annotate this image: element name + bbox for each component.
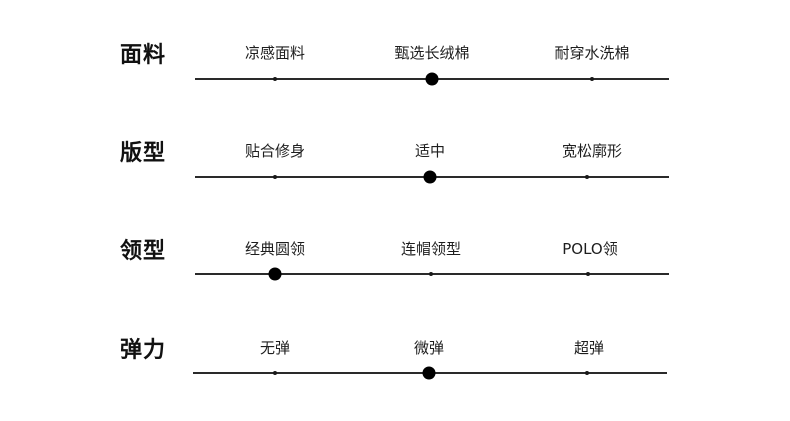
scale-tick <box>586 271 590 276</box>
spec-row-collar: 领型 经典圆领 连帽领型 POLO领 <box>0 236 790 296</box>
option-label: 连帽领型 <box>400 240 462 258</box>
scale-tick <box>590 76 594 81</box>
option-label: 适中 <box>414 142 446 160</box>
spec-row-fabric: 面料 凉感面料 甄选长绒棉 耐穿水洗棉 <box>0 40 790 100</box>
option-label: 凉感面料 <box>244 44 306 62</box>
option-label: 微弹 <box>413 339 445 357</box>
row-label: 面料 <box>120 43 167 68</box>
option-label: 贴合修身 <box>244 142 306 160</box>
row-label: 领型 <box>120 239 167 264</box>
option-label: POLO领 <box>562 240 618 258</box>
scale-tick <box>429 271 433 276</box>
selected-marker <box>425 72 439 85</box>
selected-marker <box>423 170 437 183</box>
row-label: 版型 <box>120 141 167 166</box>
option-label: 宽松廓形 <box>561 142 623 160</box>
option-label: 甄选长绒棉 <box>394 44 470 62</box>
scale-tick <box>585 370 589 375</box>
spec-row-elasticity: 弹力 无弹 微弹 超弹 <box>0 335 790 395</box>
scale-tick <box>273 76 277 81</box>
option-label: 超弹 <box>573 339 605 357</box>
spec-row-fit: 版型 贴合修身 适中 宽松廓形 <box>0 138 790 198</box>
option-label: 无弹 <box>259 339 291 357</box>
scale-tick <box>585 174 589 179</box>
scale-tick <box>273 174 277 179</box>
selected-marker <box>268 267 282 280</box>
scale-tick <box>273 370 277 375</box>
row-label: 弹力 <box>120 338 167 363</box>
option-label: 经典圆领 <box>244 240 306 258</box>
option-label: 耐穿水洗棉 <box>554 44 630 62</box>
selected-marker <box>422 366 436 379</box>
